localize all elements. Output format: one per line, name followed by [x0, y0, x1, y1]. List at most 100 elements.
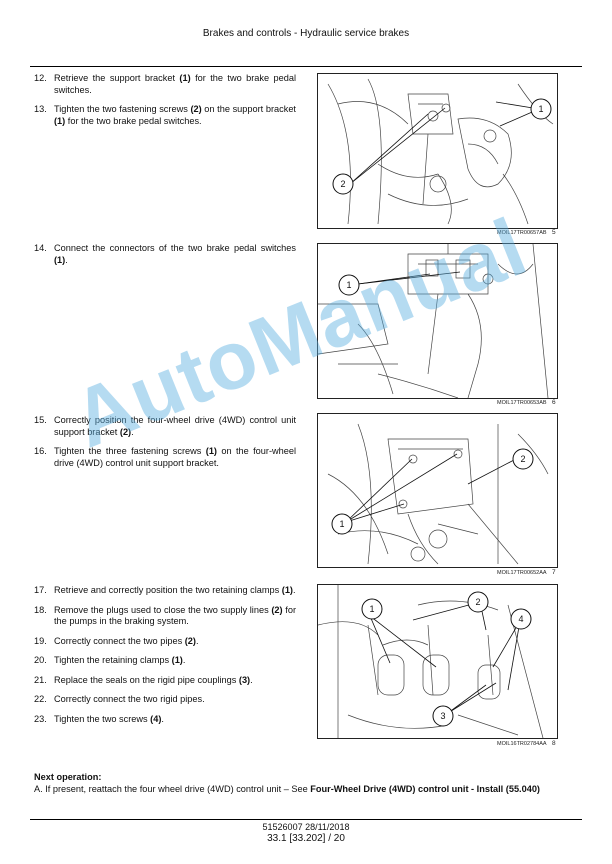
- figure-5-drawing: 1 2: [327, 78, 554, 225]
- callout-reference: (2): [190, 104, 202, 114]
- step-text-part: on the support bracket: [201, 104, 296, 114]
- step-text-part: Connect the connectors of the two brake …: [54, 243, 296, 253]
- step-number: 16.: [34, 446, 47, 456]
- page-footer: 51526007 28/11/2018 33.1 [33.202] / 20: [0, 822, 612, 844]
- callout-reference: (1): [281, 585, 293, 595]
- steps-block-1: 12. Retrieve the support bracket (1) for …: [34, 73, 296, 135]
- step-text: Remove the plugs used to close the two s…: [54, 605, 296, 628]
- figure-code: MOIL16TR02784AA: [497, 741, 547, 747]
- step-text-part: .: [293, 585, 296, 595]
- callout-reference: (1): [54, 115, 66, 126]
- step-text-part: .: [65, 254, 68, 265]
- step-text-part: Tighten the two fastening screws: [54, 104, 191, 114]
- callout-reference: (2): [184, 635, 196, 646]
- callout-2: 2: [475, 597, 480, 607]
- step-text-part: Tighten the retaining clamps: [54, 655, 172, 665]
- footer-page-number: 33.1 [33.202] / 20: [267, 833, 345, 844]
- step-item: 23.Tighten the two screws (4).: [34, 714, 296, 726]
- step-text: Correctly connect the two rigid pipes.: [54, 694, 296, 706]
- step-text-part: .: [131, 426, 134, 437]
- callout-1: 1: [339, 519, 344, 529]
- next-operation: Next operation: A. If present, reattach …: [34, 772, 564, 795]
- step-item: 15.Correctly position the four-wheel dri…: [34, 415, 296, 438]
- step-item: 12. Retrieve the support bracket (1) for …: [34, 73, 296, 96]
- figure-code: MOIL17TR00652AA: [497, 570, 547, 576]
- callout-reference: (1): [171, 655, 183, 665]
- step-text-part: .: [182, 655, 186, 665]
- header-rule: [30, 66, 582, 67]
- step-text: Tighten the retaining clamps (1).: [54, 655, 296, 667]
- figure-7: 1 2: [317, 413, 558, 568]
- install-link[interactable]: Four-Wheel Drive (4WD) control unit - In…: [310, 783, 540, 794]
- figure-6-drawing: 1: [318, 244, 549, 398]
- step-number: 21.: [34, 674, 47, 685]
- steps-block-2: 14. Connect the connectors of the two bra…: [34, 243, 296, 274]
- step-text-part: Correctly connect the two rigid pipes.: [54, 694, 205, 704]
- step-text: Correctly connect the two pipes (2).: [54, 636, 296, 648]
- step-text: Retrieve and correctly position the two …: [54, 585, 296, 597]
- step-text-part: Tighten the three fastening screws: [54, 446, 206, 456]
- step-text: Tighten the two fastening screws (2) on …: [54, 104, 296, 127]
- footer-rule: [30, 819, 582, 820]
- step-item: 13. Tighten the two fastening screws (2) …: [34, 104, 296, 127]
- step-item: 16. Tighten the three fastening screws (1…: [34, 446, 296, 469]
- step-text-part: Remove the plugs used to close the two s…: [54, 604, 272, 615]
- callout-3: 3: [440, 711, 445, 721]
- step-item: 22. Correctly connect the two rigid pipes…: [34, 694, 296, 706]
- step-text: Replace the seals on the rigid pipe coup…: [54, 675, 296, 687]
- step-number: 14.: [34, 243, 47, 253]
- step-number: 12.: [34, 73, 47, 83]
- next-operation-body: A. If present, reattach the four wheel d…: [34, 783, 311, 794]
- callout-reference: (1): [205, 446, 217, 456]
- figure-number: 5: [552, 229, 556, 236]
- step-text-part: for the two brake pedal switches.: [65, 115, 202, 126]
- step-text-part: Replace the seals on the rigid pipe coup…: [54, 674, 239, 685]
- step-text-part: Correctly connect the two pipes: [54, 635, 185, 646]
- figure-8-drawing: 1 2 3 4: [318, 585, 544, 738]
- callout-2: 2: [520, 454, 525, 464]
- step-number: 22.: [34, 694, 47, 704]
- callout-reference: (2): [271, 604, 283, 615]
- step-item: 21. Replace the seals on the rigid pipe c…: [34, 675, 296, 687]
- steps-block-4: 17. Retrieve and correctly position the t…: [34, 585, 296, 733]
- step-number: 20.: [34, 655, 47, 665]
- figure-6: 1: [317, 243, 558, 399]
- callout-4: 4: [518, 614, 523, 624]
- step-text-part: for the pumps in the braking system.: [54, 604, 297, 627]
- step-number: 17.: [34, 585, 47, 595]
- step-text-part: .: [161, 713, 164, 724]
- step-text-part: .: [250, 674, 253, 685]
- figure-7-drawing: 1 2: [327, 423, 549, 565]
- figure-5: 1 2: [317, 73, 558, 229]
- step-item: 17. Retrieve and correctly position the t…: [34, 585, 296, 597]
- step-text-part: for the two brake pedal switches.: [54, 73, 296, 95]
- step-number: 13.: [34, 104, 47, 114]
- step-item: 18. Remove the plugs used to close the tw…: [34, 605, 296, 628]
- step-text: Retrieve the support bracket (1) for the…: [54, 73, 296, 96]
- callout-2: 2: [340, 179, 345, 189]
- callout-reference: (3): [238, 674, 251, 685]
- step-number: 18.: [34, 604, 47, 615]
- page-header-title: Brakes and controls - Hydraulic service …: [202, 28, 410, 39]
- figure-code: MOIL17TR00657AB: [497, 230, 547, 236]
- figure-code: MOIL17TR00653AB: [497, 400, 547, 406]
- steps-block-3: 15.Correctly position the four-wheel dri…: [34, 415, 296, 477]
- step-text: Tighten the two screws (4).: [54, 714, 296, 726]
- callout-1: 1: [346, 280, 351, 290]
- callout-reference: (4): [150, 713, 162, 724]
- step-item: 19.Correctly connect the two pipes (2).: [34, 636, 296, 648]
- figure-number: 8: [552, 740, 556, 747]
- step-text: Tighten the three fastening screws (1) o…: [54, 446, 296, 469]
- callout-reference: (1): [179, 73, 191, 83]
- step-text-part: Correctly position the four-wheel drive …: [54, 415, 296, 437]
- step-item: 20. Tighten the retaining clamps (1).: [34, 655, 296, 667]
- footer-doc-id: 51526007 28/11/2018: [262, 822, 350, 832]
- step-text-part: .: [195, 635, 199, 646]
- step-item: 14. Connect the connectors of the two bra…: [34, 243, 296, 266]
- step-text-part: Retrieve the support bracket: [54, 73, 180, 83]
- figure-number: 6: [552, 399, 556, 406]
- step-text: Correctly position the four-wheel drive …: [54, 415, 296, 438]
- callout-1: 1: [538, 104, 543, 114]
- step-text-part: on the four-wheel drive (4WD) control un…: [54, 446, 297, 468]
- step-text: Connect the connectors of the two brake …: [54, 243, 296, 266]
